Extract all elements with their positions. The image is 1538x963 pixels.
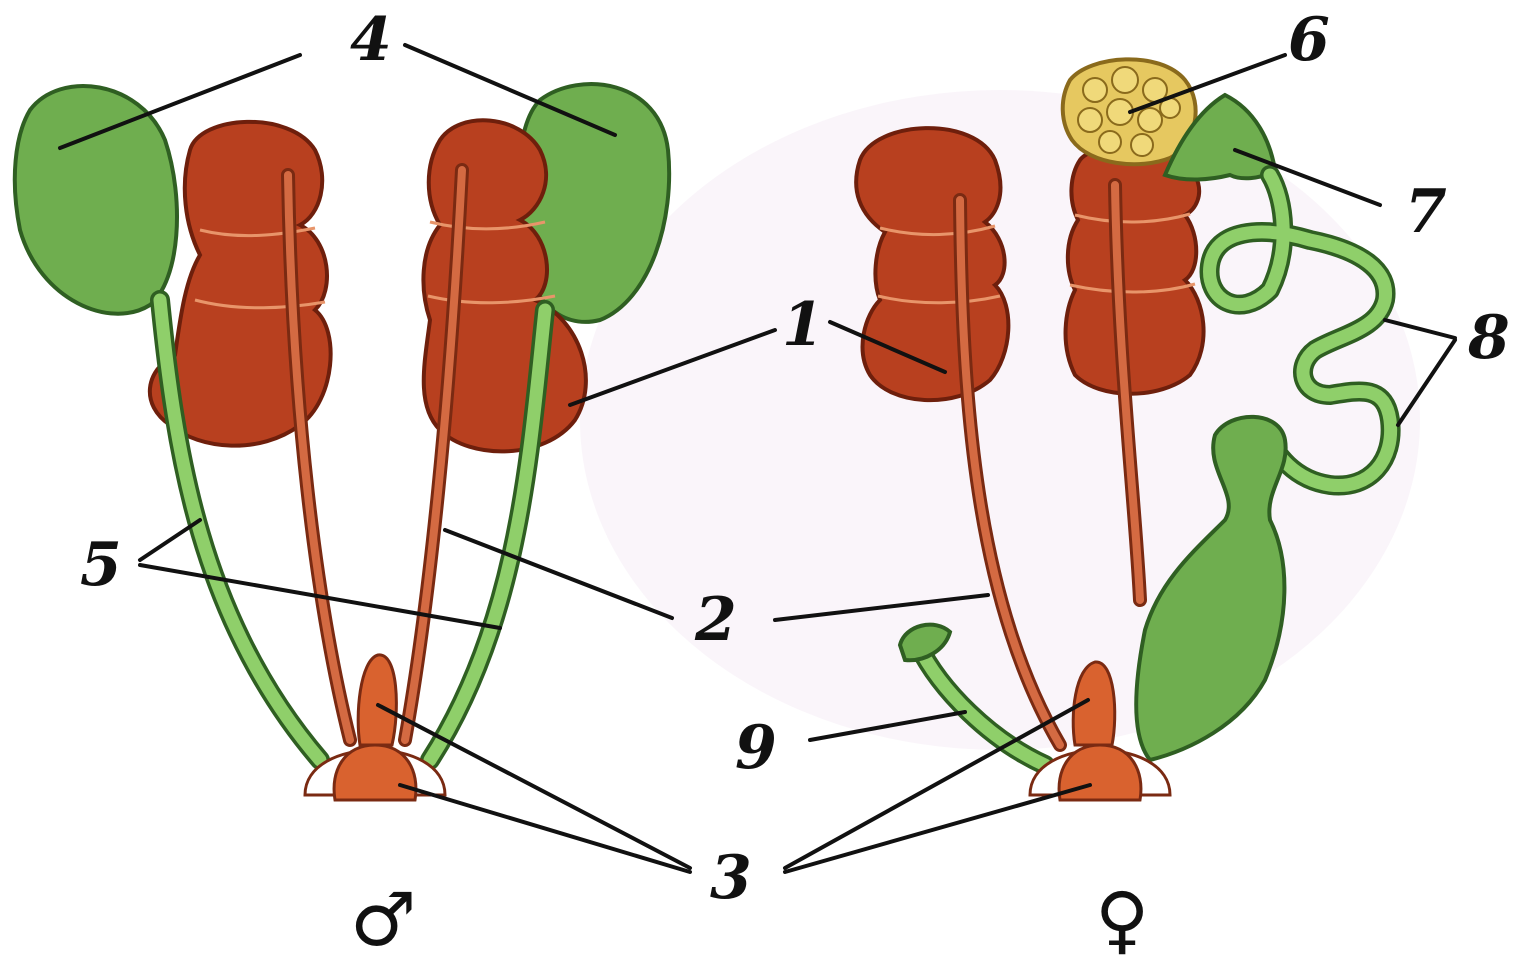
label-5: 5	[80, 530, 122, 600]
label-6: 6	[1288, 5, 1330, 75]
leader-5-to-left-duct	[140, 520, 200, 560]
female-symbol: ♀	[1095, 877, 1149, 963]
female-right-kidney	[1066, 146, 1204, 393]
label-1: 1	[782, 290, 824, 360]
label-8: 8	[1467, 303, 1510, 373]
label-7: 7	[1405, 177, 1447, 247]
leader-3-to-female-cloaca	[785, 785, 1090, 872]
label-9: 9	[735, 713, 777, 783]
label-3: 3	[710, 843, 752, 913]
male-left-testis	[15, 86, 177, 314]
male-symbol: ♂	[350, 877, 416, 963]
leader-3-to-male-cloaca	[400, 785, 690, 872]
female-left-kidney	[856, 128, 1008, 400]
label-2: 2	[694, 585, 737, 655]
label-4: 4	[350, 5, 392, 75]
